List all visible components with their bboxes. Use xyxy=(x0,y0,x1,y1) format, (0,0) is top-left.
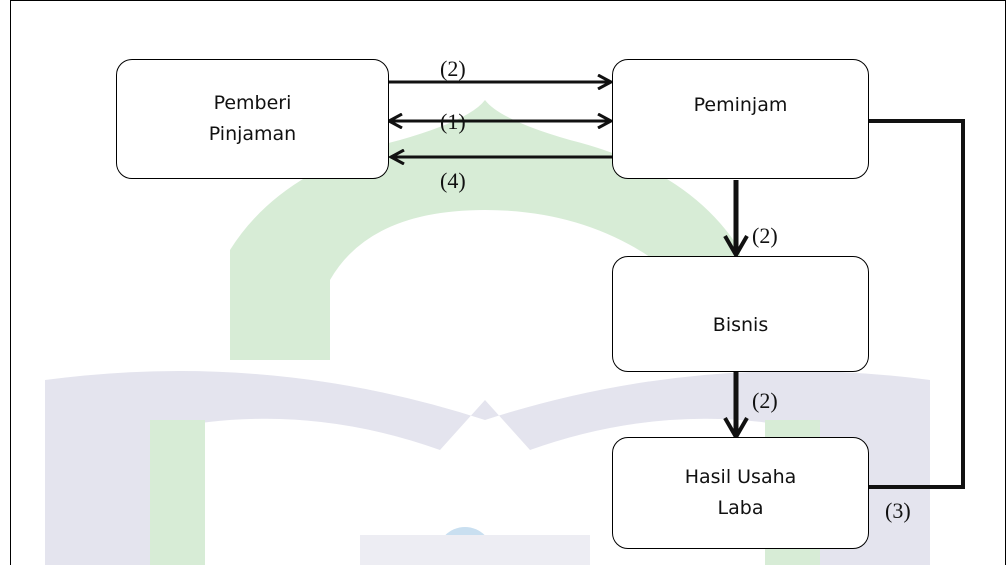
node-business: Bisnis xyxy=(612,256,869,372)
label-profit-to-borrower: (3) xyxy=(885,498,911,523)
node-borrower-label: Peminjam xyxy=(693,94,788,116)
edge-profit-to-borrower xyxy=(869,119,965,489)
watermark-stand xyxy=(360,535,590,565)
label-bidirectional: (1) xyxy=(440,109,466,134)
node-lender-line2: Pinjaman xyxy=(208,123,297,145)
node-lender: Pemberi Pinjaman xyxy=(116,59,389,179)
label-lender-to-borrower: (2) xyxy=(440,56,466,81)
watermark-pillar-left xyxy=(150,420,205,565)
node-lender-line1: Pemberi xyxy=(213,91,292,114)
label-borrower-to-business: (2) xyxy=(752,223,778,248)
diagram-frame xyxy=(10,0,1006,565)
label-business-to-profit: (2) xyxy=(752,388,778,413)
node-profit: Hasil Usaha Laba xyxy=(612,437,869,549)
node-business-label: Bisnis xyxy=(712,314,769,337)
node-profit-line1: Hasil Usaha xyxy=(684,465,797,488)
label-borrower-to-lender: (4) xyxy=(440,168,466,193)
node-profit-line2: Laba xyxy=(717,497,764,519)
node-borrower: Peminjam xyxy=(612,59,869,179)
